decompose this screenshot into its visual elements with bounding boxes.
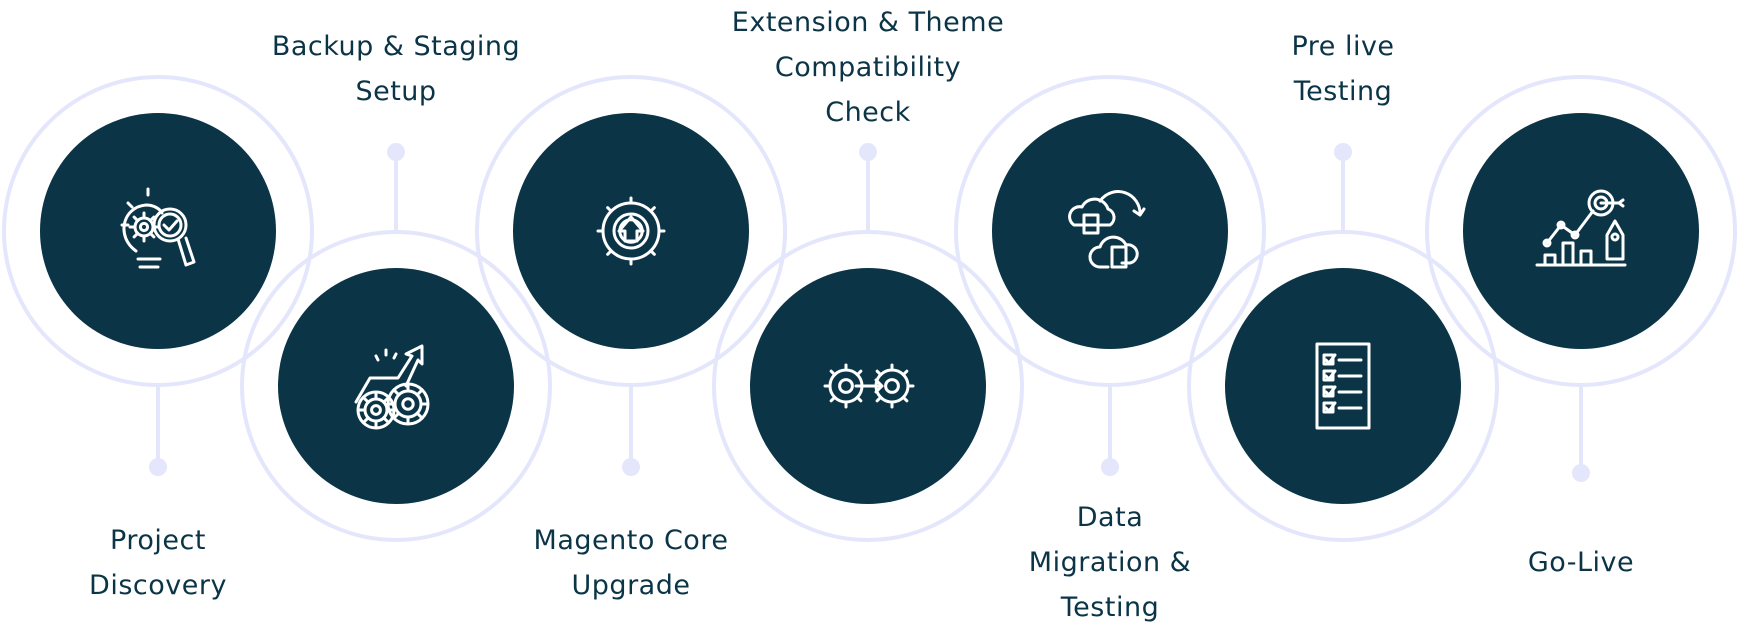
connector-dot xyxy=(622,458,640,476)
gear-upload-icon xyxy=(596,196,666,266)
connector-line xyxy=(394,152,398,232)
step-circle xyxy=(1225,268,1461,504)
step-label-line: Testing xyxy=(1060,592,1160,623)
step-label-line: Upgrade xyxy=(571,570,691,601)
connector-dot xyxy=(1101,458,1119,476)
step-label-line: Migration & xyxy=(1028,547,1192,578)
connector-dot xyxy=(859,143,877,161)
step-label-line: Go-Live xyxy=(1527,547,1635,578)
checklist-icon xyxy=(1315,342,1371,430)
step-circle xyxy=(278,268,514,504)
outer-ring xyxy=(712,230,1024,542)
step-label-line: Data xyxy=(1076,502,1144,533)
gears-transfer-icon xyxy=(823,363,915,409)
connector-line xyxy=(1108,385,1112,467)
step-label-line: Discovery xyxy=(89,570,227,601)
step-label-line: Check xyxy=(825,97,911,128)
step-label-line: Extension & Theme xyxy=(731,7,1005,38)
rocket-growth-chart-icon xyxy=(1535,189,1627,267)
gears-growth-arrow-icon xyxy=(354,344,430,430)
connector-dot xyxy=(149,458,167,476)
connector-line xyxy=(156,385,160,467)
lightbulb-magnifier-icon xyxy=(120,187,196,269)
connector-line xyxy=(1579,385,1583,467)
connector-dot xyxy=(1572,464,1590,482)
step-circle xyxy=(750,268,986,504)
connector-dot xyxy=(387,143,405,161)
step-circle xyxy=(1463,113,1699,349)
step-circle xyxy=(40,113,276,349)
connector-dot xyxy=(1334,143,1352,161)
connector-line xyxy=(1341,152,1345,232)
step-circle xyxy=(513,113,749,349)
connector-line xyxy=(629,385,633,467)
step-label: Go-Live xyxy=(1421,540,1741,585)
step-circle xyxy=(992,113,1228,349)
step-label-line: Testing xyxy=(1293,76,1393,107)
step-label-line: Compatibility xyxy=(774,52,962,83)
step-label-line: Pre live xyxy=(1291,31,1395,62)
step-label-line: Backup & Staging xyxy=(271,31,521,62)
cloud-migration-icon xyxy=(1068,190,1146,269)
outer-ring xyxy=(1187,230,1499,542)
outer-ring xyxy=(240,230,552,542)
step-label-line: Project xyxy=(110,525,206,556)
connector-line xyxy=(866,152,870,232)
step-label-line: Setup xyxy=(355,76,437,107)
step-label-line: Magento Core xyxy=(533,525,729,556)
